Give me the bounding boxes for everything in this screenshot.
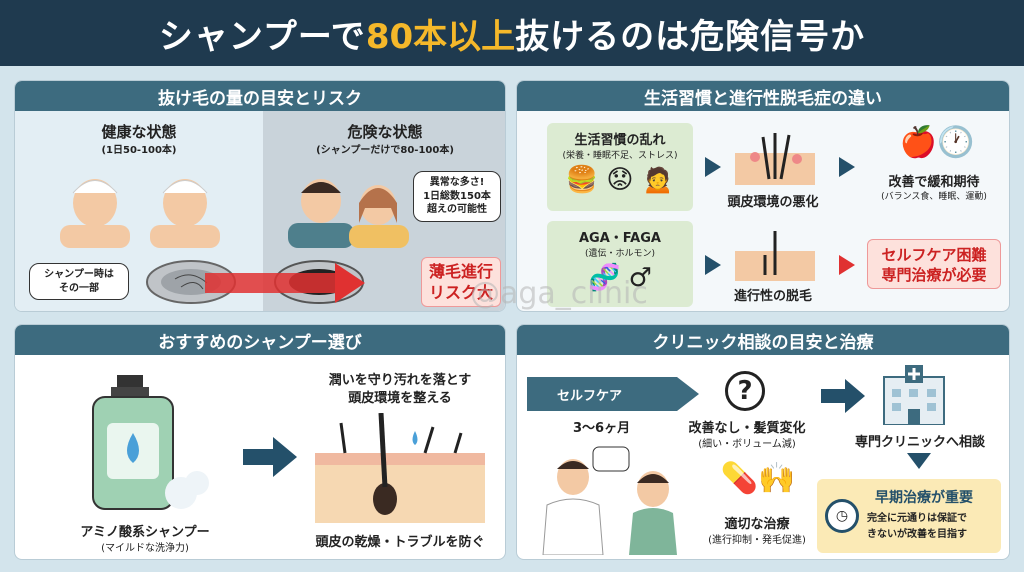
title-highlight: 80本以上 [365,16,516,57]
arrow-icon [839,157,855,177]
healthy-scalp-icon [315,413,485,523]
panel-title: おすすめのシャンプー選び [15,325,505,355]
early-title: 早期治療が重要 [875,490,973,506]
scalp-inflamed-icon [735,133,815,185]
bubble-right-line-1: 異常な多さ! [429,177,485,188]
no-improve-sub: (細い・ボリューム減) [698,439,796,450]
shampoo-choice-panel: おすすめのシャンプー選び アミノ酸系シャンプー (マイルドな洗浄力) 潤いを守り… [14,324,506,560]
arrow-icon [705,255,721,275]
caption-bottom: 頭皮の乾燥・トラブルを防ぐ [315,535,485,550]
aga-outcome-badge: セルフケア困難 専門治療が必要 [867,239,1001,289]
shampoo-bottle-icon [92,375,209,510]
risk-line-1: 薄毛進行 [428,262,493,281]
early-line-2: きないが改善を目指す [867,529,967,540]
hospital-icon [883,365,945,425]
danger-title: 危険な状態 [347,123,423,141]
watermark: @aga_clinic [470,276,648,311]
lifestyle-outcome-sub: (バランス食、睡眠、運動) [881,192,987,202]
apple-clock-icons: 🍎🕐 [899,125,975,160]
dna-male-icons: 🧬 ♂ [588,263,652,293]
panel-title: 生活習慣と進行性脱毛症の違い [517,81,1009,111]
speech-bubble-right: 異常な多さ! 1日総数150本 超えの可能性 [413,171,501,222]
aga-result: 進行性の脱毛 [733,289,812,304]
clinic-consult-panel: クリニック相談の目安と治療 セルフケア 3〜6ヶ月 ? 改善なし・髪質変化 (細… [516,324,1010,560]
healthy-people-illustration [60,179,220,248]
bubble-left-line-2: その一部 [59,282,99,294]
early-treatment-box: ◷ 早期治療が重要 完全に元通りは保証で きないが改善を目指す [817,479,1001,553]
aga-outcome-line-2: 専門治療が必要 [881,266,987,285]
risk-line-2: リスク大 [428,282,493,302]
bubble-right-line-3: 超えの可能性 [427,204,487,215]
treatment-sub: (進行抑制・発毛促進) [708,535,806,546]
product-name: アミノ酸系シャンプー [80,525,210,540]
title-part-a: シャンプーで [158,16,366,57]
panel-title: クリニック相談の目安と治療 [517,325,1009,355]
question-icon: ? [725,371,765,411]
early-line-1: 完全に元通りは保証で [867,513,967,524]
risk-badge: 薄毛進行 リスク大 [421,257,501,307]
product-sub: (マイルドな洗浄力) [101,543,189,554]
arrow-icon [821,379,865,413]
treatment-text: 適切な治療 [724,517,790,532]
junkfood-stress-icons: 🍔 😟 🙍 [565,165,675,195]
arrow-icon [705,157,721,177]
aga-sub: (遺伝・ホルモン) [584,249,656,259]
worried-people-illustration [288,179,409,248]
down-arrow-icon [907,453,931,469]
lifestyle-outcome: 改善で緩和期待 [888,175,980,190]
page-header: シャンプーで 80本以上 抜けるのは危険信号か [0,0,1024,66]
no-improve-text: 改善なし・髪質変化 [688,421,806,436]
hair-loss-amount-panel: 抜け毛の量の目安とリスク 健康な状態 (1日50-100本) 危険な状態 (シャ… [14,80,506,312]
lifestyle-sub: (栄養・睡眠不足、ストレス) [562,151,678,161]
lifestyle-box: 生活習慣の乱れ (栄養・睡眠不足、ストレス) 🍔 😟 🙍 [547,123,693,211]
consult-text: 専門クリニックへ相談 [854,435,985,450]
selfcare-period: 3〜6ヶ月 [573,421,631,436]
arrow-icon [243,437,297,477]
danger-sub: (シャンプーだけで80-100本) [316,145,454,156]
speech-bubble-left: シャンプー時は その一部 [29,263,129,300]
aga-box: AGA・FAGA (遺伝・ホルモン) 🧬 ♂ [547,221,693,307]
bubble-left-line-1: シャンプー時は [44,269,114,280]
title-part-b: 抜けるのは危険信号か [515,16,866,57]
clock-icon: ◷ [825,499,859,533]
red-arrow-icon [839,255,855,275]
medicine-icons: 💊🙌 [720,461,796,496]
doctor-patient-illustration [542,446,677,555]
caption-top-1: 潤いを守り汚れを落とす [328,373,472,388]
bubble-right-line-2: 1日総数150本 [423,190,491,202]
red-arrow-icon [205,263,365,303]
selfcare-arrow-icon [527,377,699,411]
aga-title: AGA・FAGA [579,231,661,246]
scalp-thinning-icon [735,231,815,281]
panel-title: 抜け毛の量の目安とリスク [15,81,505,111]
aga-outcome-line-1: セルフケア困難 [881,246,987,264]
lifestyle-title: 生活習慣の乱れ [574,133,666,148]
lifestyle-result: 頭皮環境の悪化 [727,195,819,210]
selfcare-label: セルフケア [557,389,623,404]
caption-top-2: 頭皮環境を整える [348,391,452,406]
healthy-title: 健康な状態 [101,123,177,141]
lifestyle-vs-aga-panel: 生活習慣と進行性脱毛症の違い 生活習慣の乱れ (栄養・睡眠不足、ストレス) 🍔 … [516,80,1010,312]
healthy-sub: (1日50-100本) [101,145,177,156]
